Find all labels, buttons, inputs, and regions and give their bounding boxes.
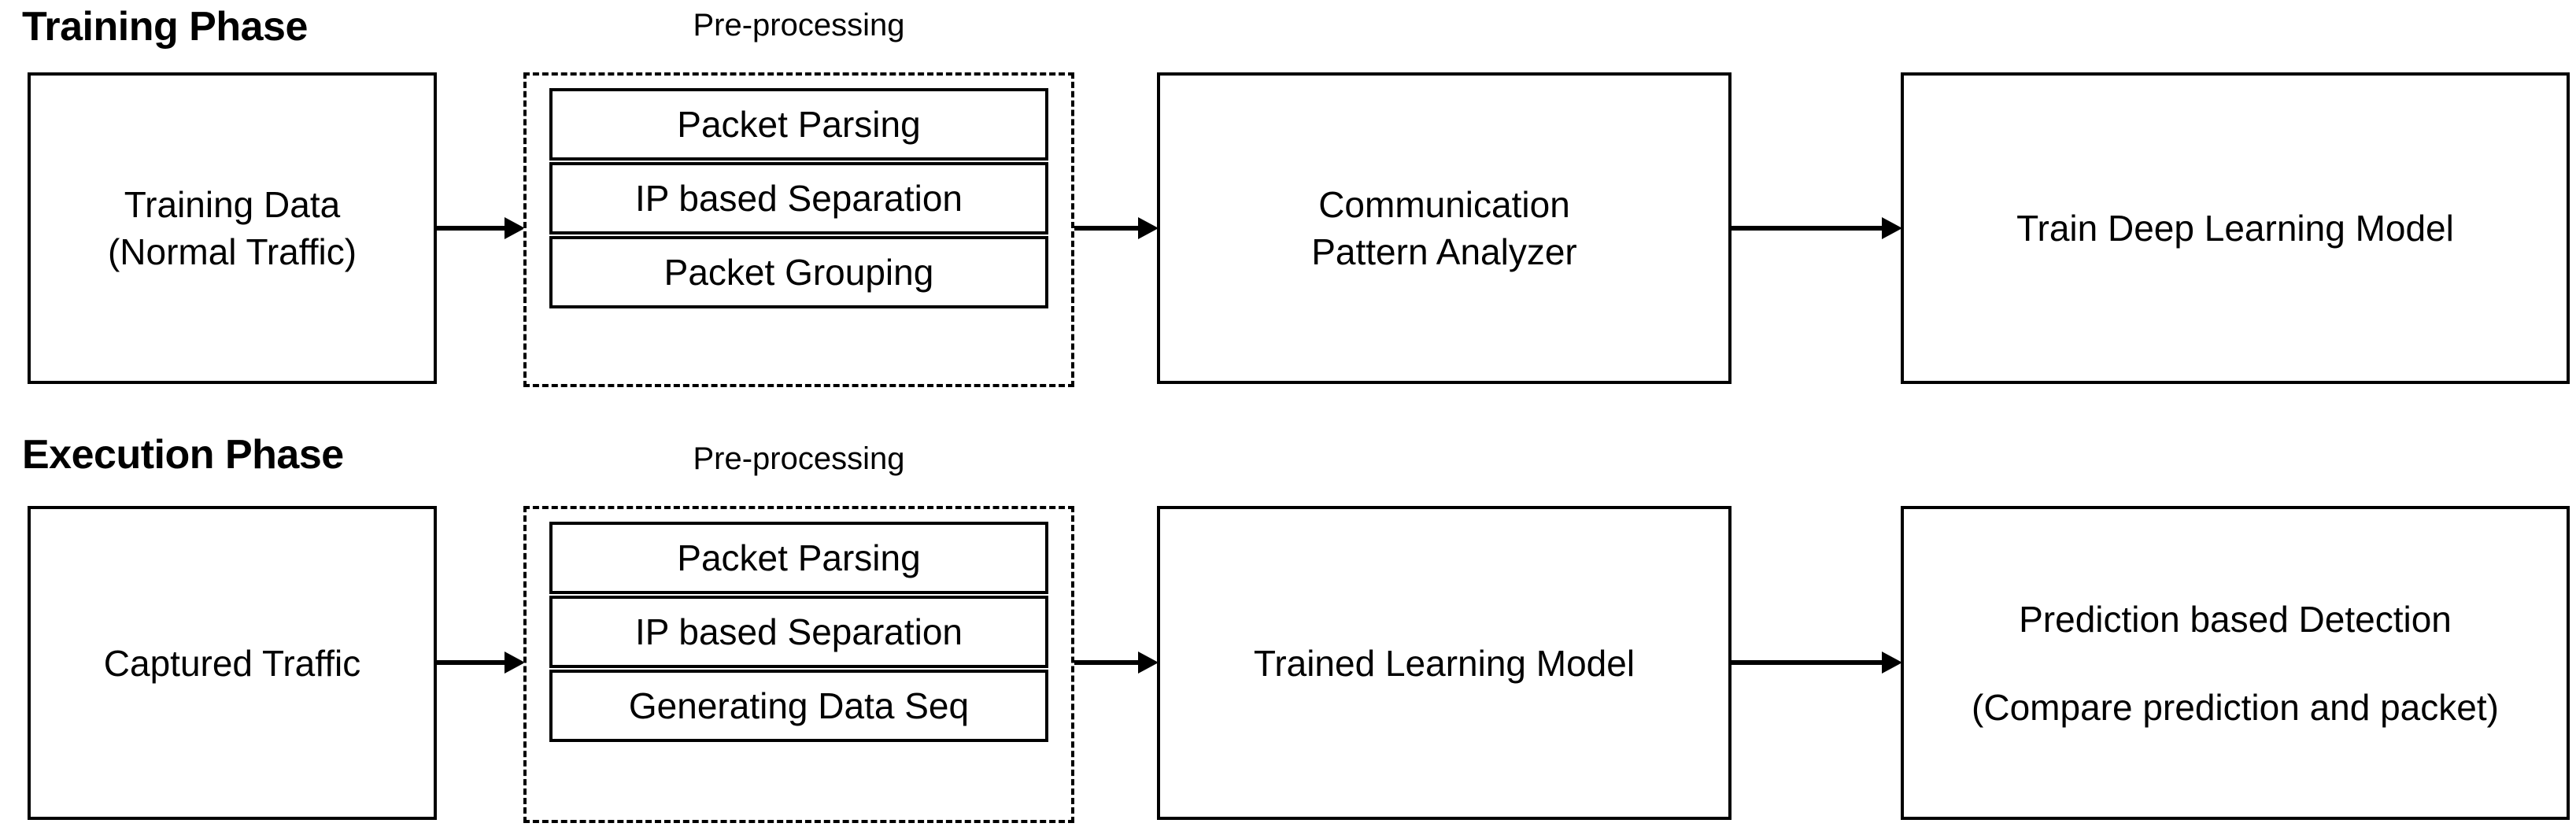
captured-traffic-box: Captured Traffic [28,506,437,820]
step-label: Packet Parsing [677,537,921,578]
step-label: IP based Separation [634,178,963,219]
step-label: IP based Separation [634,611,963,652]
execution-preprocessing-step-ip-based-separation: IP based Separation [549,596,1048,668]
analyzer-line-2: Pattern Analyzer [1311,231,1577,272]
trained-learning-model-box: Trained Learning Model [1157,506,1732,820]
training-preprocessing-label: Pre-processing [693,8,905,42]
execution-preprocessing-label: Pre-processing [693,441,905,476]
training-preprocessing-step-ip-based-separation: IP based Separation [549,162,1048,234]
prediction-detection-line-2: (Compare prediction and packet) [1972,686,2499,728]
prediction-based-detection-box: Prediction based Detection (Compare pred… [1901,506,2570,820]
training-data-line-1: Training Data [124,184,341,225]
step-label: Generating Data Seq [628,685,970,726]
train-model-line-1: Train Deep Learning Model [2016,208,2454,249]
training-data-box: Training Data (Normal Traffic) [28,72,437,384]
step-label: Packet Grouping [663,252,934,293]
execution-preprocessing-step-packet-parsing: Packet Parsing [549,522,1048,594]
training-preprocessing-step-packet-grouping: Packet Grouping [549,236,1048,308]
step-label: Packet Parsing [677,104,921,145]
training-data-line-2: (Normal Traffic) [107,231,357,272]
training-preprocessing-step-packet-parsing: Packet Parsing [549,88,1048,161]
training-preprocessing-group: Pre-processing Packet Parsing IP based S… [523,3,1074,389]
communication-pattern-analyzer-box: Communication Pattern Analyzer [1157,72,1732,384]
prediction-detection-line-1: Prediction based Detection [2019,598,2452,640]
execution-preprocessing-group: Pre-processing Packet Parsing IP based S… [523,437,1074,825]
execution-phase-heading: Execution Phase [22,432,344,478]
trained-model-line-1: Trained Learning Model [1253,642,1635,684]
analyzer-line-1: Communication [1318,184,1570,225]
captured-traffic-line-1: Captured Traffic [103,642,361,684]
train-deep-learning-model-box: Train Deep Learning Model [1901,72,2570,384]
training-phase-heading: Training Phase [22,4,308,50]
execution-preprocessing-step-generating-data-seq: Generating Data Seq [549,670,1048,742]
